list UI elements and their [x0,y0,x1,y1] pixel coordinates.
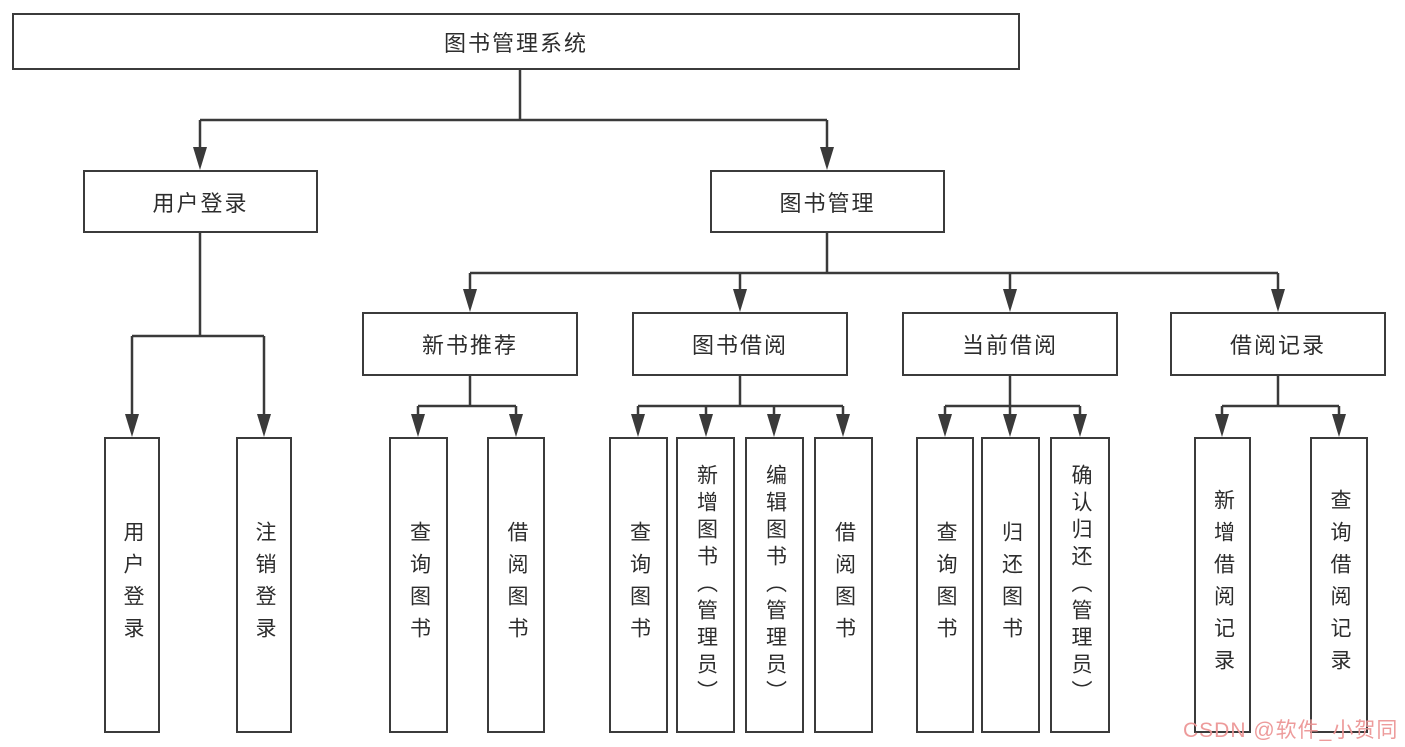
arrow-down-icon [733,289,747,312]
arrow-down-icon [767,414,781,437]
node-library-system: 图书管理系统 [12,13,1020,70]
leaf-borrowing-query-books: 查询图书 [609,437,668,733]
leaf-current-confirm-return-admin: 确认归还（管理员） [1050,437,1110,733]
arrow-down-icons [125,147,1346,437]
arrow-down-icon [193,147,207,170]
arrow-down-icon [820,147,834,170]
arrow-down-icon [699,414,713,437]
leaf-newbook-borrow-books: 借阅图书 [487,437,545,733]
node-borrow-records: 借阅记录 [1170,312,1386,376]
leaf-records-add-record: 新增借阅记录 [1194,437,1251,733]
leaf-logout: 注销登录 [236,437,292,733]
leaf-borrowing-edit-books-admin: 编辑图书（管理员） [745,437,804,733]
leaf-newbook-query-books: 查询图书 [389,437,448,733]
leaf-borrowing-add-books-admin: 新增图书（管理员） [676,437,735,733]
arrow-down-icon [1332,414,1346,437]
arrow-down-icon [1271,289,1285,312]
node-book-borrowing: 图书借阅 [632,312,848,376]
arrow-down-icon [509,414,523,437]
arrow-down-icon [257,414,271,437]
arrow-down-icon [125,414,139,437]
arrow-down-icon [1003,414,1017,437]
node-new-book-recommend: 新书推荐 [362,312,578,376]
node-book-management: 图书管理 [710,170,945,233]
arrow-down-icon [938,414,952,437]
arrow-down-icon [463,289,477,312]
leaf-borrowing-borrow-books: 借阅图书 [814,437,873,733]
leaf-current-return-books: 归还图书 [981,437,1040,733]
node-user-login: 用户登录 [83,170,318,233]
csdn-watermark: CSDN @软件_小贺同学 [1183,719,1399,742]
leaf-records-query-record: 查询借阅记录 [1310,437,1368,733]
arrow-down-icon [1073,414,1087,437]
arrow-down-icon [631,414,645,437]
arrow-down-icon [411,414,425,437]
leaf-user-login: 用户登录 [104,437,160,733]
arrow-down-icon [836,414,850,437]
leaf-current-query-books: 查询图书 [916,437,974,733]
node-current-borrowing: 当前借阅 [902,312,1118,376]
arrow-down-icon [1003,289,1017,312]
arrow-down-icon [1215,414,1229,437]
